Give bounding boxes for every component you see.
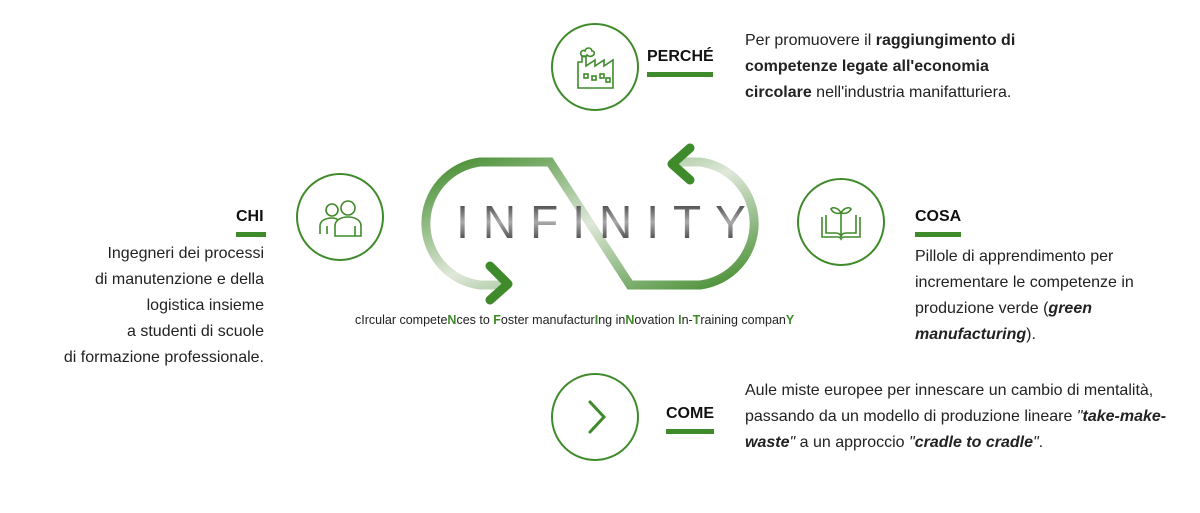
tagline-segment: I	[678, 313, 682, 327]
come-text: Aule miste europee per innescare un camb…	[745, 382, 1167, 451]
tagline-segment: ovation	[634, 313, 679, 327]
chi-line: logistica insieme	[146, 297, 264, 314]
tagline-segment: Y	[785, 313, 795, 327]
chi-text: Ingegneri dei processi di manutenzione e…	[20, 241, 264, 371]
come-circle[interactable]	[551, 373, 639, 461]
arrow-head-left	[485, 261, 513, 305]
chi-line: di manutenzione e della	[94, 271, 264, 288]
chi-line: Ingegneri dei processi	[107, 245, 264, 262]
chevron-right-icon	[588, 400, 607, 434]
perche-circle	[551, 23, 639, 111]
cosa-heading: COSA	[915, 208, 961, 237]
tagline-segment: ces to	[456, 313, 494, 327]
cosa-circle	[797, 178, 885, 266]
tagline-segment: oster manufactur	[500, 313, 595, 327]
people-icon	[319, 200, 362, 237]
infinity-loop	[421, 157, 759, 290]
infinity-logo: INFINITY	[380, 140, 860, 340]
tagline-segment: N	[625, 313, 635, 327]
tagline-segment: I	[361, 313, 365, 327]
arrow-head-right	[667, 143, 695, 185]
cosa-text: Pillole di apprendimento per incrementar…	[915, 248, 1134, 343]
tagline-segment: n-	[681, 313, 693, 327]
chi-line: a studenti di scuole	[127, 323, 264, 340]
tagline-segment: ng in	[598, 313, 626, 327]
factory-icon	[577, 47, 614, 89]
come-heading: COME	[666, 405, 714, 434]
chi-line: di formazione professionale.	[63, 349, 264, 366]
logo-tagline: cIrcular competeNces to Foster manufactu…	[355, 313, 855, 327]
chi-circle	[296, 173, 384, 261]
tagline-segment: T	[692, 313, 701, 327]
tagline-segment: N	[447, 313, 457, 327]
tagline-segment: rcular compete	[364, 313, 448, 327]
logo-title: INFINITY	[456, 196, 760, 248]
tagline-segment: F	[493, 313, 501, 327]
tagline-segment: c	[355, 313, 362, 327]
tagline-segment: raining compan	[700, 313, 786, 327]
tagline-segment: I	[594, 313, 599, 327]
chi-heading: CHI	[236, 208, 266, 237]
perche-heading: PERCHÉ	[647, 48, 714, 77]
book-plant-icon	[821, 207, 861, 241]
perche-text: Per promuovere il raggiungimento di comp…	[745, 32, 1016, 101]
